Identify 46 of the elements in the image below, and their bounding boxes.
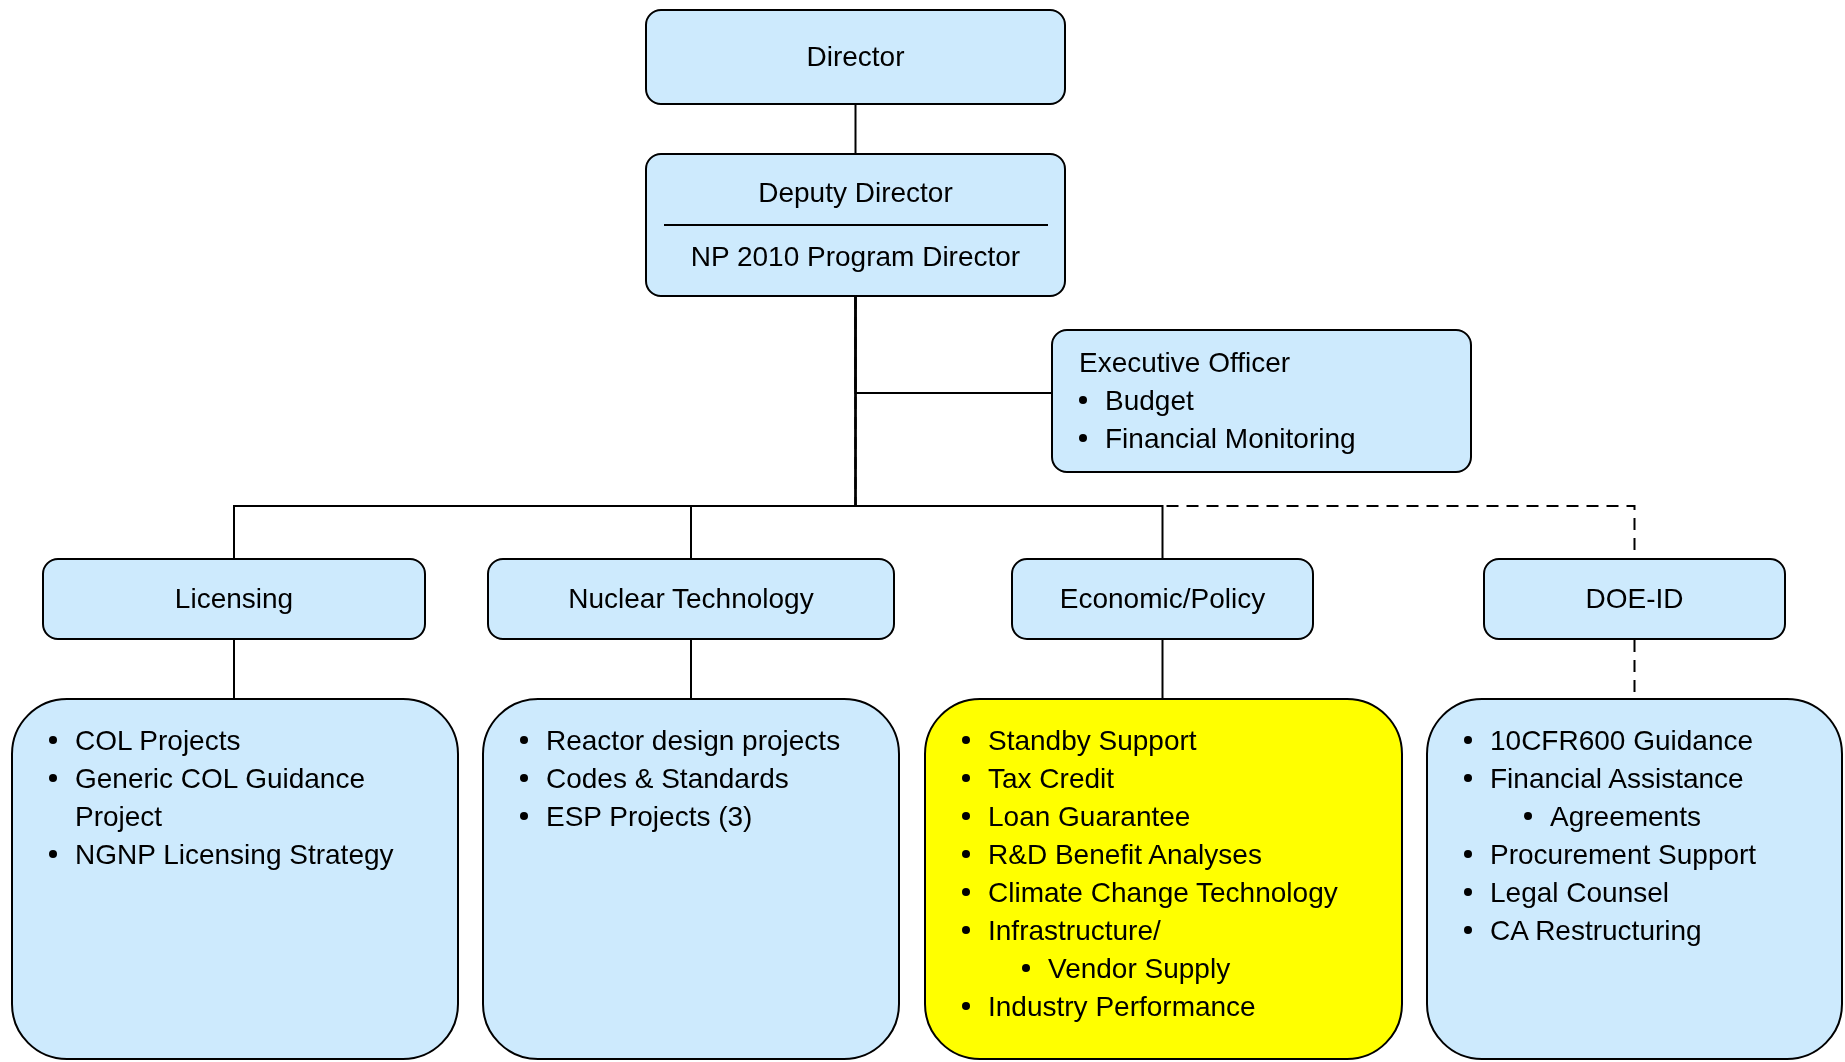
list-item-text: R&D Benefit Analyses [988, 838, 1262, 872]
box-title: Deputy Director [758, 176, 953, 211]
list-item-text: Legal Counsel [1490, 876, 1670, 910]
list-item-text: Reactor design projects [546, 724, 841, 758]
connector-line [690, 639, 692, 699]
list-item-text: CA Restructuring [1490, 914, 1702, 948]
list-item-text: Loan Guarantee [988, 800, 1191, 834]
list-item-text: COL Projects [75, 724, 241, 758]
box-title: NP 2010 Program Director [690, 239, 1021, 274]
responsibility-box [11, 698, 459, 1060]
list-item-text: Budget [1105, 384, 1194, 418]
list-item-text: Financial Monitoring [1105, 422, 1356, 456]
list-item-text: Industry Performance [988, 990, 1256, 1024]
list-item-text: Financial Assistance [1490, 762, 1744, 796]
org-box [1011, 558, 1314, 640]
responsibility-box [482, 698, 900, 1060]
list-item-text: NGNP Licensing Strategy [75, 838, 394, 872]
box-title: Director [806, 40, 905, 74]
list-item-text: Procurement Support [1490, 838, 1757, 872]
box-title: Executive Officer [1079, 346, 1292, 380]
list-item-text: 10CFR600 Guidance [1490, 724, 1754, 758]
org-box [1051, 329, 1472, 473]
box-title: Licensing [174, 582, 294, 616]
connector-line [1161, 639, 1164, 699]
org-box [42, 558, 426, 640]
connector-line [854, 296, 1164, 559]
org-box [645, 153, 1066, 297]
box-title: DOE-ID [1585, 582, 1684, 616]
list-item-text: Generic COL Guidance Project [75, 762, 366, 834]
box-title: Economic/Policy [1059, 582, 1266, 616]
list-item-text: Tax Credit [988, 762, 1115, 796]
org-box [645, 9, 1066, 105]
list-item-text: Standby Support [988, 724, 1197, 758]
list-item-text: Codes & Standards [546, 762, 789, 796]
org-box [487, 558, 895, 640]
list-item-text: Vendor Supply [1048, 952, 1231, 986]
org-box [1483, 558, 1786, 640]
connector-line [854, 104, 857, 154]
list-item-text: Agreements [1550, 800, 1701, 834]
list-item-text: Climate Change Technology [988, 876, 1338, 910]
list-item-text: Infrastructure/ [988, 914, 1161, 948]
responsibility-box [1426, 698, 1843, 1060]
connector-line [233, 639, 235, 699]
responsibility-box [924, 698, 1403, 1060]
list-item-text: ESP Projects (3) [546, 800, 753, 834]
box-title: Nuclear Technology [568, 582, 814, 616]
